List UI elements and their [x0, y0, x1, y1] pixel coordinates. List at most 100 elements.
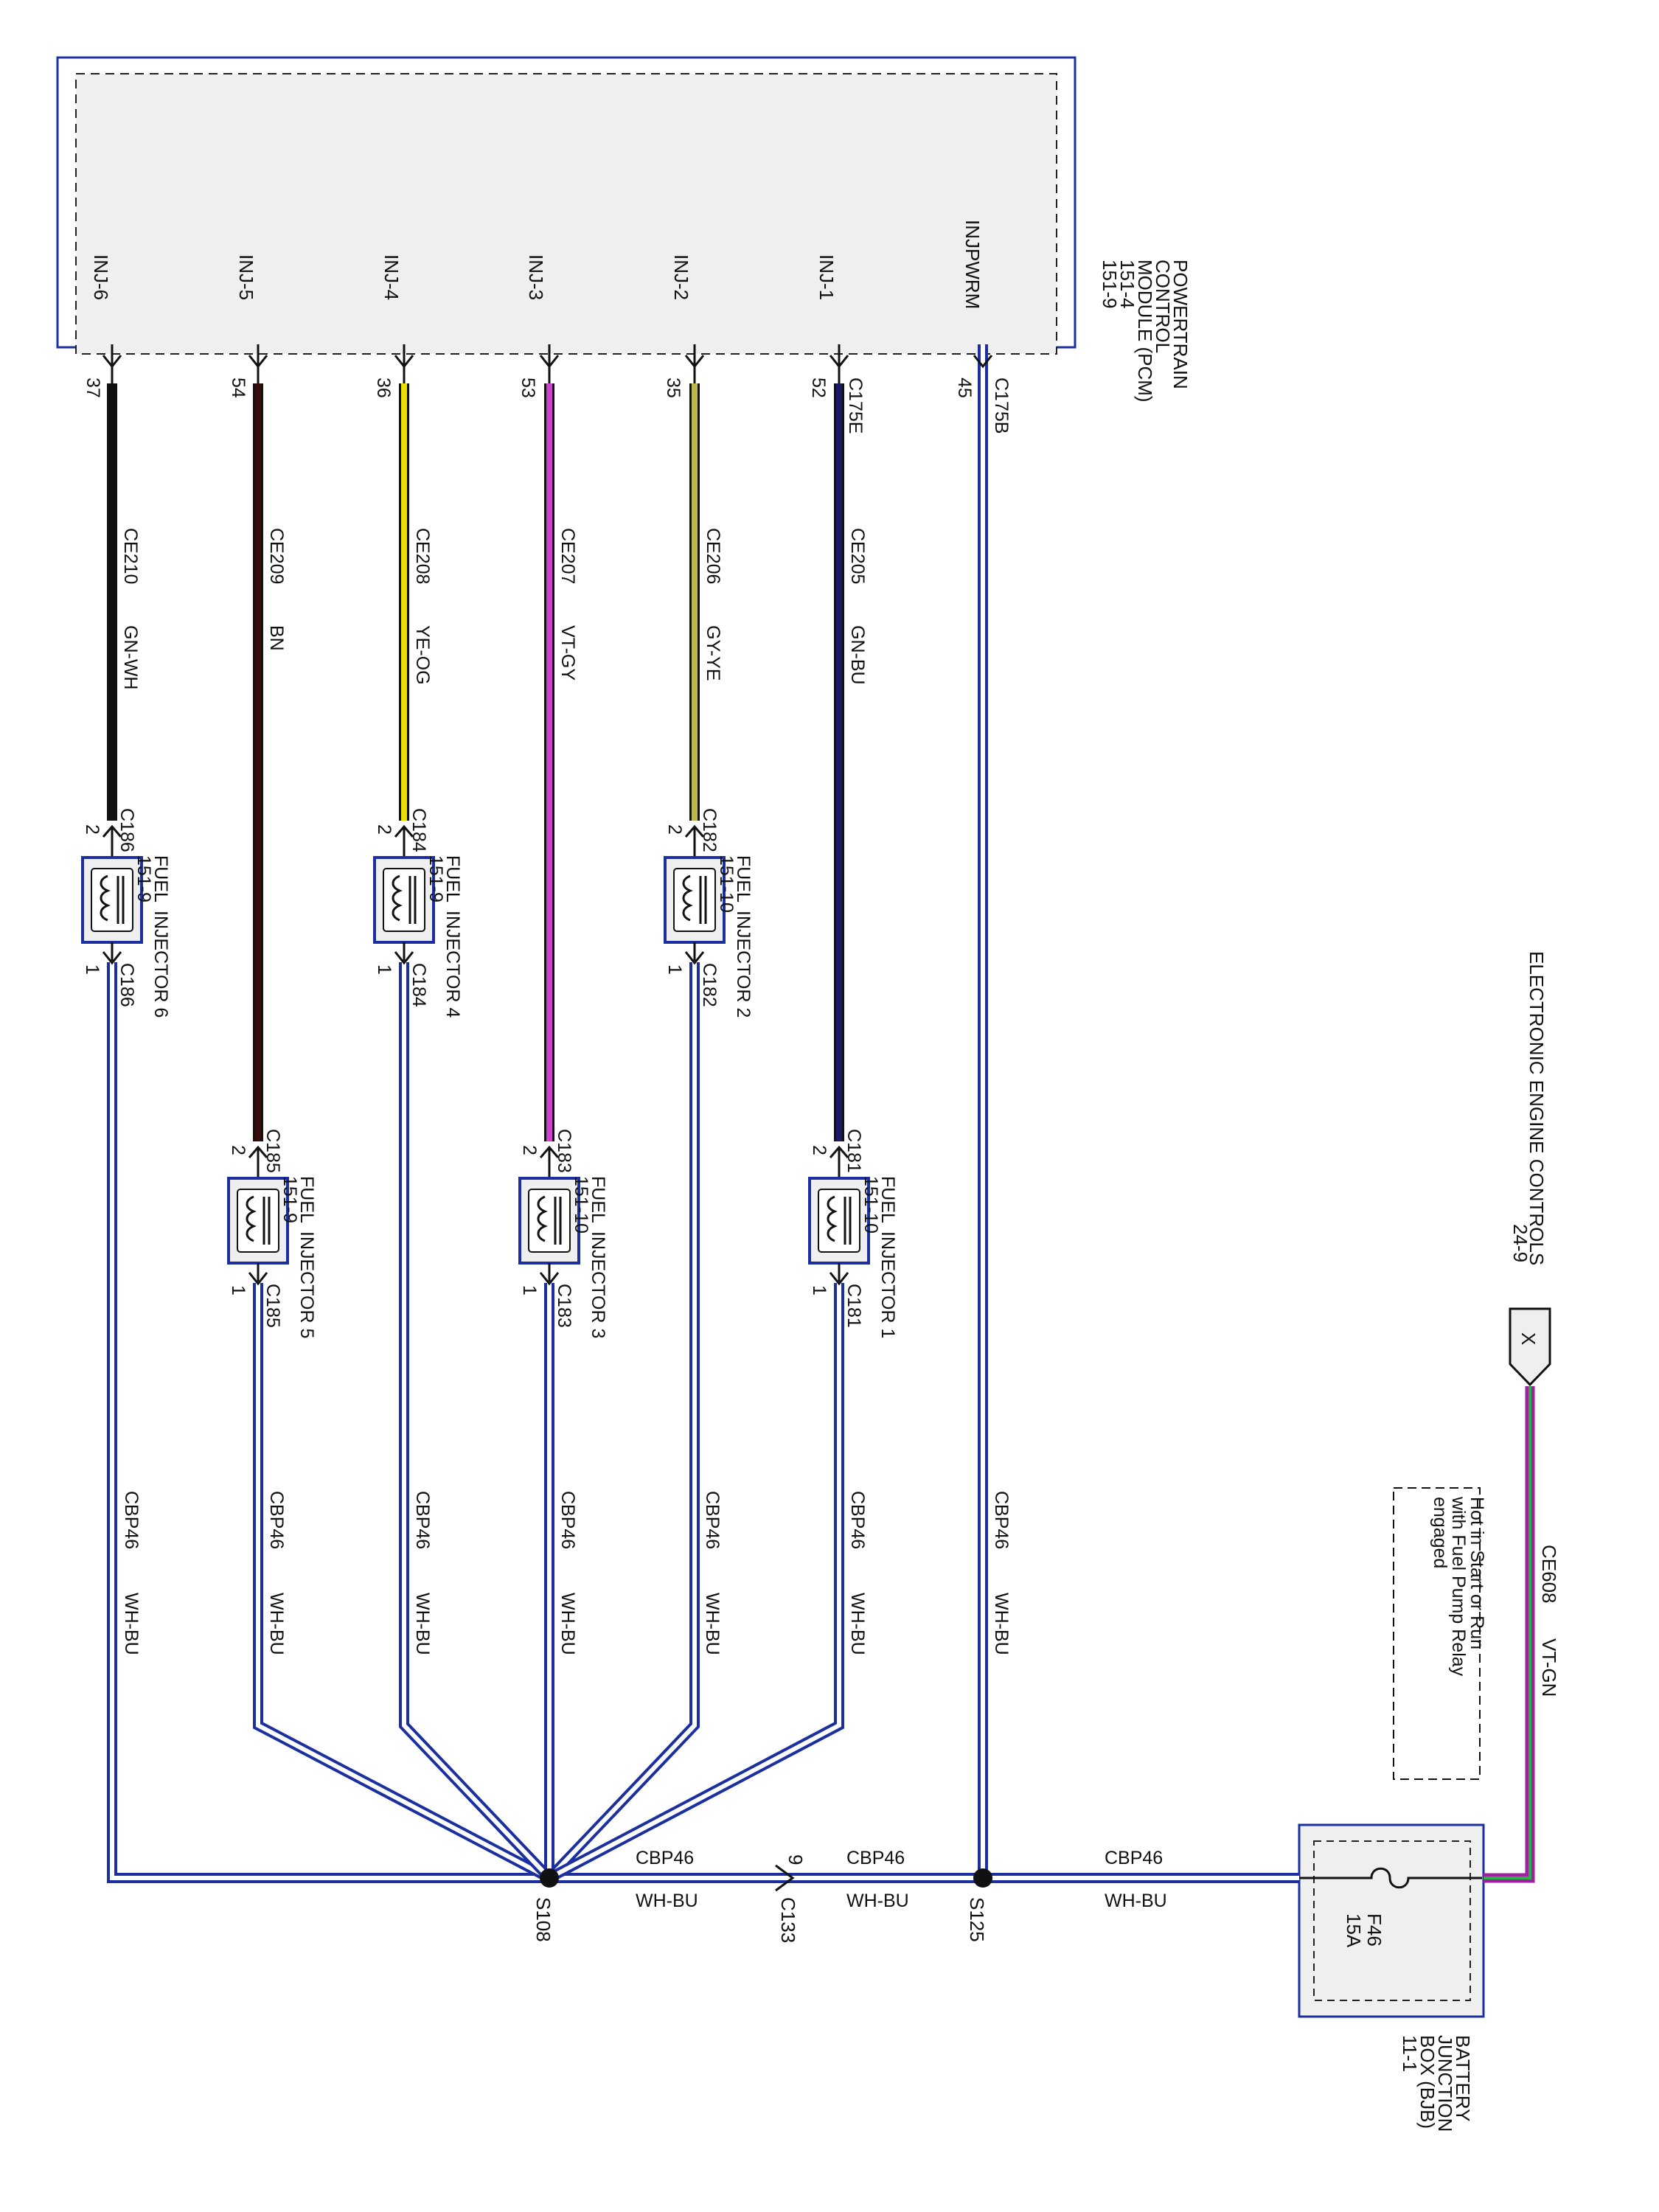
- wire-color-label: VT-GY: [557, 625, 578, 681]
- bus-circuit-label: CBP46: [121, 1491, 142, 1549]
- injector-solenoid: [673, 868, 716, 932]
- pcm-name-line: MODULE (PCM): [1134, 260, 1156, 403]
- coil-icon: [827, 1195, 838, 1242]
- injector-name: INJECTOR 6: [150, 911, 171, 1018]
- injector-name: INJECTOR 1: [877, 1231, 898, 1338]
- note-box: [1393, 1487, 1481, 1780]
- injector-pin-top: 2: [82, 824, 102, 835]
- bus-circuit-label: CBP46: [1105, 1848, 1163, 1868]
- wire-color-label: GY-YE: [703, 625, 723, 681]
- injector-solenoid: [91, 868, 133, 932]
- injector-pin-bottom: 1: [82, 964, 102, 975]
- injector-pin-bottom: 1: [228, 1285, 248, 1295]
- pcm-name-line: CONTROL: [1152, 260, 1174, 353]
- bjb-box: [1298, 1823, 1485, 2018]
- wire-circuit-label: CE210: [120, 528, 141, 584]
- terminal-chevron: [829, 355, 849, 369]
- splice-s125-label: S125: [966, 1897, 988, 1942]
- injector-name: INJECTOR 4: [442, 911, 463, 1018]
- connector-chevron: [829, 1272, 849, 1286]
- injector-connector-top: C186: [116, 808, 137, 852]
- feed-wire-ce608: [1484, 1386, 1535, 1883]
- pcm-name-line: 151-9: [1099, 260, 1121, 309]
- pcm-connector-c175b: C175B: [991, 378, 1012, 434]
- bus-color-label: WH-BU: [846, 1891, 909, 1911]
- eec-ref: 24-9: [1509, 1224, 1531, 1262]
- terminal-chevron: [684, 355, 705, 369]
- bus-circuit-label: CBP46: [702, 1491, 723, 1549]
- power-bus: [107, 344, 1299, 1883]
- injector-pin-top: 2: [664, 824, 685, 835]
- coil-icon: [100, 874, 111, 922]
- splice-s108-label: S108: [532, 1897, 554, 1942]
- coil-icon: [682, 874, 693, 922]
- injector-name: INJECTOR 3: [588, 1231, 608, 1338]
- injector-solenoid: [818, 1189, 860, 1253]
- bus-color-label: WH-BU: [1105, 1891, 1167, 1911]
- feed-color-code: VT-GN: [1538, 1638, 1560, 1697]
- eec-label: ELECTRONIC ENGINE CONTROLS 24-9: [1509, 951, 1548, 1265]
- injector-solenoid: [237, 1189, 279, 1253]
- pin-signal-inj6: INJ-6: [90, 254, 112, 300]
- fuse-label: F46: [1363, 1913, 1385, 1947]
- terminal-chevron: [394, 355, 414, 369]
- bus-circuit-label: CBP46: [412, 1491, 433, 1549]
- coil-icon: [537, 1195, 548, 1242]
- injector-pin-top: 2: [228, 1145, 248, 1155]
- injector-connector-bottom: C184: [408, 963, 429, 1007]
- bus-wire-inj2: [545, 962, 700, 1882]
- wire-circuit-label: CE207: [557, 528, 578, 584]
- injector-connector-top: C182: [699, 808, 720, 852]
- pcm-connector-c175e: C175E: [845, 378, 866, 434]
- wire-color-label: YE-OG: [412, 625, 433, 685]
- coil-icon: [246, 1195, 257, 1242]
- connector-chevron: [248, 1272, 268, 1286]
- connector-chevron: [394, 951, 414, 965]
- c133-label: C133: [777, 1897, 799, 1943]
- terminal-chevron: [539, 355, 560, 369]
- injector-solenoid: [383, 868, 425, 932]
- injector-connector-top: C181: [844, 1129, 864, 1173]
- injector-connector-bottom: C186: [116, 963, 137, 1007]
- bjb-inner-box: [1313, 1840, 1471, 2001]
- signal-wires: CE205GN-BUCE206GY-YECE207VT-GYCE208YE-OG…: [102, 344, 993, 1141]
- bus-circuit-label: CBP46: [636, 1848, 694, 1868]
- bus-color-label: WH-BU: [847, 1593, 868, 1655]
- injector-connector-bottom: C183: [554, 1284, 574, 1328]
- connector-chevron: [102, 951, 122, 965]
- bjb-name-line: BOX (BJB): [1416, 2035, 1439, 2129]
- pin-number: 36: [373, 378, 394, 398]
- fuse-symbol: [1298, 1867, 1482, 1889]
- injector-name: INJECTOR 5: [296, 1231, 317, 1338]
- injector-name: FUEL: [588, 1176, 608, 1223]
- pcm-name-line: 151-4: [1116, 260, 1138, 309]
- bus-color-label: WH-BU: [636, 1891, 698, 1911]
- injector-name: FUEL: [733, 855, 754, 902]
- wire-circuit-label: CE208: [412, 528, 433, 584]
- pin-signal-inj3: INJ-3: [525, 254, 547, 300]
- pin-number: 37: [83, 378, 103, 398]
- bus-circuit-label: CBP46: [847, 1491, 868, 1549]
- injector-pin-top: 2: [519, 1145, 540, 1155]
- wire-circuit-label: CE209: [266, 528, 287, 584]
- pin-number: 52: [808, 378, 829, 398]
- injector-ref: 151-9: [425, 855, 446, 902]
- coil-icon: [392, 874, 403, 922]
- bus-color-label: WH-BU: [991, 1593, 1012, 1655]
- pin-number: 54: [228, 378, 248, 398]
- injector-connector-bottom: C181: [844, 1284, 864, 1328]
- bus-wire-inj1: [546, 1283, 844, 1883]
- fuse-rating: 15A: [1343, 1913, 1365, 1948]
- eec-connector-x: X: [1517, 1332, 1540, 1345]
- injector-pin-top: 2: [809, 1145, 830, 1155]
- injector-name: FUEL: [442, 855, 463, 902]
- eec-connector-symbol: [1509, 1307, 1551, 1387]
